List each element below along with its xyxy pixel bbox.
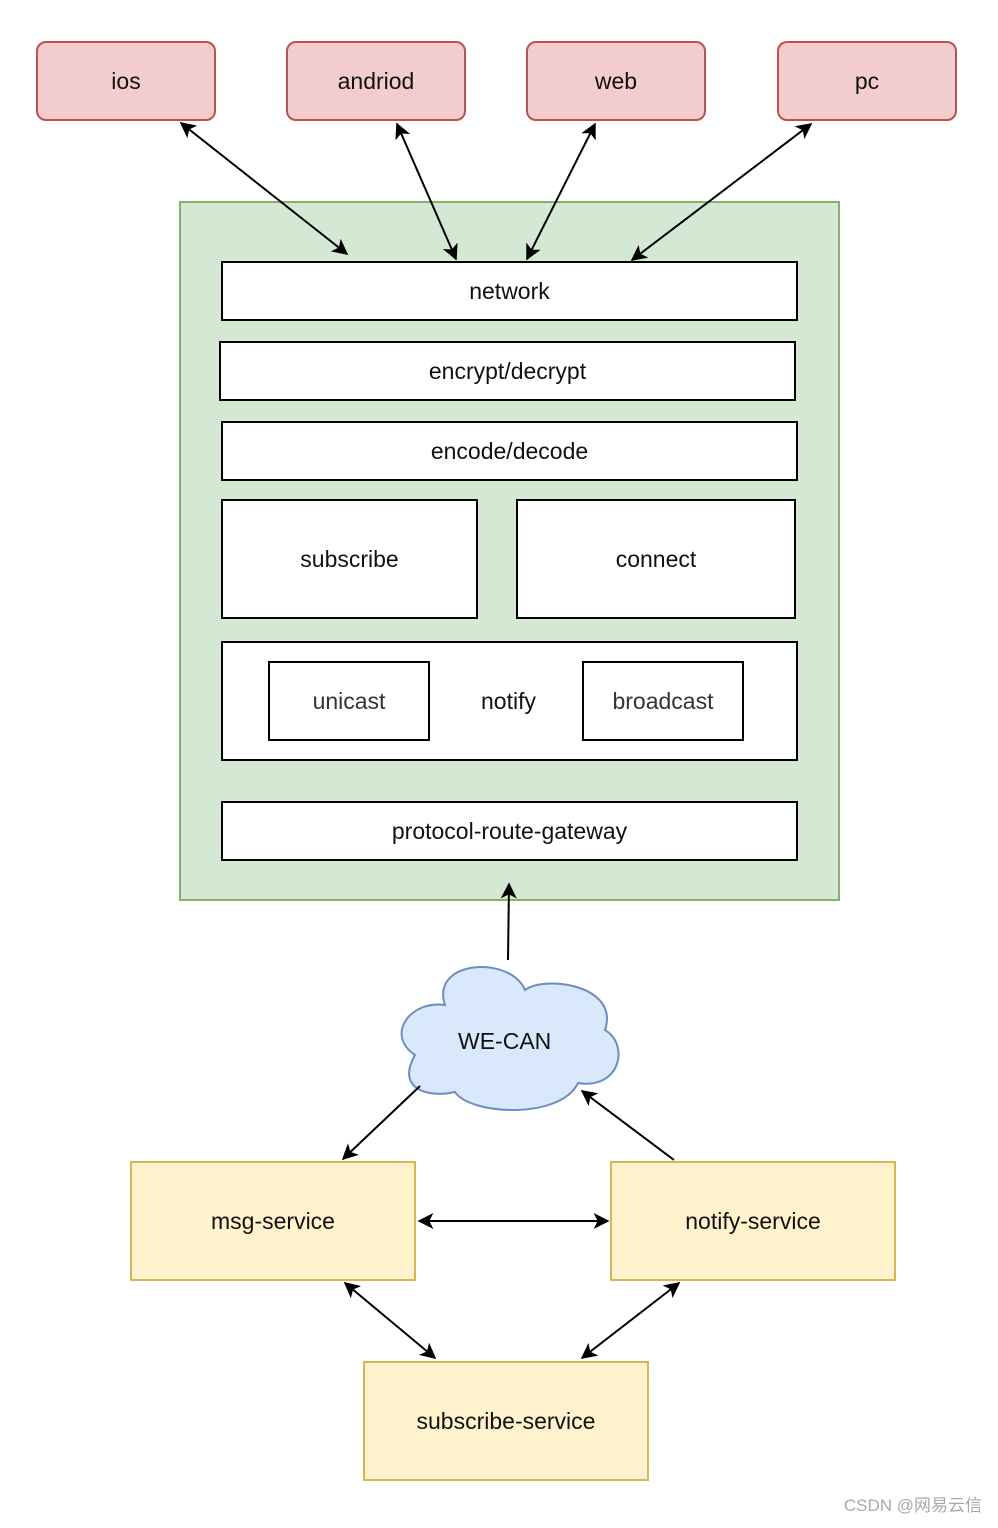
subscribe-service-box: subscribe-service bbox=[363, 1361, 649, 1481]
protocol-route-layer: protocol-route-gateway bbox=[221, 801, 798, 861]
client-android-label: andriod bbox=[337, 67, 415, 94]
broadcast-box: broadcast bbox=[582, 661, 744, 741]
subscribe-module: subscribe bbox=[221, 499, 478, 619]
arrow-notify-subscribe bbox=[580, 1282, 681, 1359]
arrow-msg-subscribe bbox=[343, 1281, 437, 1360]
broadcast-box-label: broadcast bbox=[612, 687, 714, 714]
encrypt-layer: encrypt/decrypt bbox=[219, 341, 796, 401]
connect-module: connect bbox=[516, 499, 796, 619]
encode-layer-label: encode/decode bbox=[430, 437, 589, 464]
notify-module-label: notify bbox=[481, 688, 536, 714]
client-web-label: web bbox=[594, 67, 638, 94]
subscribe-module-label: subscribe bbox=[300, 545, 399, 572]
client-android: andriod bbox=[286, 41, 466, 121]
encrypt-layer-label: encrypt/decrypt bbox=[428, 357, 587, 384]
client-web: web bbox=[526, 41, 706, 121]
client-ios: ios bbox=[36, 41, 216, 121]
network-layer-label: network bbox=[469, 277, 550, 304]
watermark: CSDN @网易云信 bbox=[843, 1496, 982, 1515]
unicast-box-label: unicast bbox=[312, 687, 386, 714]
client-pc: pc bbox=[777, 41, 957, 121]
network-layer: network bbox=[221, 261, 798, 321]
protocol-route-layer-label: protocol-route-gateway bbox=[391, 817, 628, 844]
msg-service-label: msg-service bbox=[211, 1207, 335, 1234]
msg-service-box: msg-service bbox=[130, 1161, 416, 1281]
encode-layer: encode/decode bbox=[221, 421, 798, 481]
client-pc-label: pc bbox=[854, 67, 880, 94]
cloud-label: WE-CAN bbox=[458, 1028, 552, 1054]
arrow-notify-cloud bbox=[580, 1090, 675, 1161]
arrow-cloud-msg bbox=[341, 1085, 421, 1161]
unicast-box: unicast bbox=[268, 661, 430, 741]
notify-service-label: notify-service bbox=[685, 1207, 821, 1234]
notify-service-box: notify-service bbox=[610, 1161, 896, 1281]
connect-module-label: connect bbox=[615, 545, 697, 572]
client-ios-label: ios bbox=[111, 67, 141, 94]
subscribe-service-label: subscribe-service bbox=[416, 1407, 596, 1434]
